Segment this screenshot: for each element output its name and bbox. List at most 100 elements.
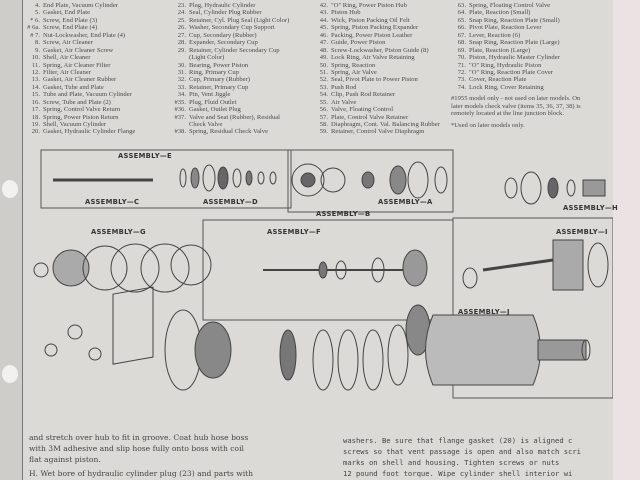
part-number: 30.	[177, 61, 186, 69]
binder-hole	[2, 180, 18, 198]
body-text-right: washers. Be sure that flange gasket (20)…	[343, 435, 581, 479]
parts-list-item: 57.Plate, Control Valve Retainer	[313, 114, 449, 121]
parts-list-item: * 6.Screw, End Plate (3)	[25, 17, 169, 24]
part-number: 64.	[457, 9, 466, 17]
part-number: 12.	[31, 68, 40, 76]
part-number: 14.	[31, 83, 40, 91]
part-description: Guide, Power Piston	[331, 39, 386, 47]
part-description: Lock Ring, Air Valve Retaining	[331, 54, 415, 62]
parts-list-item: (Light Color)	[171, 54, 311, 61]
parts-list-item: 13.Gasket, Air Cleaner Rubber	[25, 76, 169, 83]
part-number: 15.	[31, 91, 40, 99]
part-number: 13.	[31, 76, 40, 84]
part-description: Gasket, Air Cleaner Rubber	[43, 76, 117, 84]
part-number: 52.	[319, 76, 328, 84]
part-number: #35.	[174, 98, 186, 106]
parts-list-item: 19.Shell, Vacuum Cylinder	[25, 121, 169, 128]
part-description: Plug, Hydraulic Cylinder	[189, 2, 256, 9]
part-number: 67.	[457, 31, 466, 39]
parts-list-item: 12.Filter, Air Cleaner	[25, 69, 169, 76]
parts-list-item: 73.Cover, Reaction Plate	[451, 76, 611, 83]
part-number: 27.	[177, 31, 186, 39]
background	[612, 0, 640, 480]
part-number: 48.	[319, 46, 328, 54]
part-number: 49.	[319, 54, 328, 62]
parts-list-item: 18.Spring, Power Piston Return	[25, 114, 169, 121]
part-description: Nut-Lockwasher, End Plate (4)	[43, 31, 126, 39]
part-description: Screw, Tube and Plate (2)	[43, 98, 111, 106]
part-number: 63.	[457, 2, 466, 9]
body-line: H. Wet bore of hydraulic cylinder plug (…	[29, 469, 254, 478]
part-number: 32.	[177, 76, 186, 84]
parts-list-item: 25.Retainer, Cyl. Plug Seal (Light Color…	[171, 17, 311, 24]
part-description: Lever, Reaction (6)	[469, 31, 521, 39]
parts-list-item: # 7.Nut-Lockwasher, End Plate (4)	[25, 32, 169, 39]
part-number: 57.	[319, 113, 328, 121]
part-description: Check Valve	[189, 121, 223, 128]
parts-list-item: 50.Spring, Reaction	[313, 62, 449, 69]
part-number: 18.	[31, 113, 40, 121]
parts-list-item: 66.Pivot Plate, Reaction Lever	[451, 24, 611, 31]
part-number: 43.	[319, 9, 328, 17]
part-description: (Light Color)	[189, 54, 225, 62]
part-description: Screw, Air Cleaner	[43, 39, 93, 47]
part-number: 70.	[457, 54, 466, 62]
parts-list-item: 31.Ring, Primary Cup	[171, 69, 311, 76]
part-number: # 6a.	[27, 24, 40, 32]
parts-list-item: 32.Cup, Primary (Rubber)	[171, 76, 311, 83]
part-description: Retainer, Cylinder Secondary Cup	[189, 46, 280, 54]
parts-list-item: 47.Guide, Power Piston	[313, 39, 449, 46]
part-description: "O" Ring, Hydraulic Piston	[469, 61, 542, 69]
part-description: Bearing, Power Piston	[189, 61, 249, 69]
part-description: Seal, Cylinder Plug Rubber	[189, 9, 262, 17]
part-description: Washer, Secondary Cup Support	[189, 24, 275, 32]
assembly-j-label: ASSEMBLY—J	[458, 308, 510, 316]
part-description: Spring, Residual Check Valve	[189, 128, 268, 136]
part-number: 73.	[457, 76, 466, 84]
parts-list-item: 14.Gasket, Tube and Plate	[25, 84, 169, 91]
part-number: 71.	[457, 61, 466, 69]
parts-list-item: 56.Valve, Floating Control	[313, 106, 449, 113]
assembly-a-box	[287, 149, 454, 213]
part-number: 10.	[31, 54, 40, 62]
parts-list-item: 20.Gasket, Hydraulic Cylinder Flange	[25, 128, 169, 135]
part-description: Expander, Secondary Cup	[189, 39, 258, 47]
parts-list-item: 17.Spring, Control Valve Return	[25, 106, 169, 113]
assembly-a-label: ASSEMBLY—A	[378, 198, 433, 206]
part-description: Screw-Lockwasher, Piston Guide (8)	[331, 46, 429, 54]
part-number: 31.	[177, 68, 186, 76]
part-description: Cup, Secondary (Rubber)	[189, 31, 257, 39]
end-plate-parts	[44, 286, 232, 391]
parts-list-item: 26.Washer, Secondary Cup Support	[171, 24, 311, 31]
parts-list-item: 10.Shell, Air Cleaner	[25, 54, 169, 61]
parts-list-item: 59.Retainer, Control Valve Diaphragm	[313, 128, 449, 135]
part-description: Retainer, Cyl. Plug Seal (Light Color)	[189, 16, 290, 24]
part-description: Wick, Piston Packing Oil Felt	[331, 16, 410, 24]
part-description: Plate, Reaction (Large)	[469, 46, 531, 54]
parts-list-item: 58.Diaphragm, Cont. Val. Balancing Rubbe…	[313, 121, 449, 128]
part-number: 11.	[32, 61, 40, 69]
part-description: Cup, Primary (Rubber)	[189, 76, 250, 84]
part-description: Retainer, Control Valve Diaphragm	[331, 128, 425, 136]
part-number: 26.	[177, 24, 186, 32]
assembly-e-rings	[179, 164, 277, 192]
part-description: Plate, Reaction (Small)	[469, 9, 531, 17]
part-description: Shell, Air Cleaner	[43, 54, 91, 62]
part-description: Push Rod	[331, 83, 357, 91]
page-binding-edge	[0, 0, 24, 480]
body-line: 12 pound foot torque. Wipe cylinder shel…	[343, 469, 573, 478]
parts-list-item: 8.Screw, Air Cleaner	[25, 39, 169, 46]
part-number: 66.	[457, 24, 466, 32]
assembly-a-parts	[291, 161, 448, 199]
part-description: Gasket, Tube and Plate	[43, 83, 104, 91]
part-number: 59.	[319, 128, 328, 136]
part-description: "O" Ring, Power Piston Hub	[331, 2, 407, 9]
parts-list-item: # 6a.Screw, End Plate (4)	[25, 24, 169, 31]
part-number: 58.	[319, 121, 328, 128]
part-description: Spring, Power Piston Return	[43, 113, 119, 121]
part-description: Snap Ring, Reaction Plate (Small)	[469, 16, 560, 24]
parts-list-item: 24.Seal, Cylinder Plug Rubber	[171, 9, 311, 16]
parts-list-item: 27.Cup, Secondary (Rubber)	[171, 32, 311, 39]
part-number: 47.	[319, 39, 328, 47]
